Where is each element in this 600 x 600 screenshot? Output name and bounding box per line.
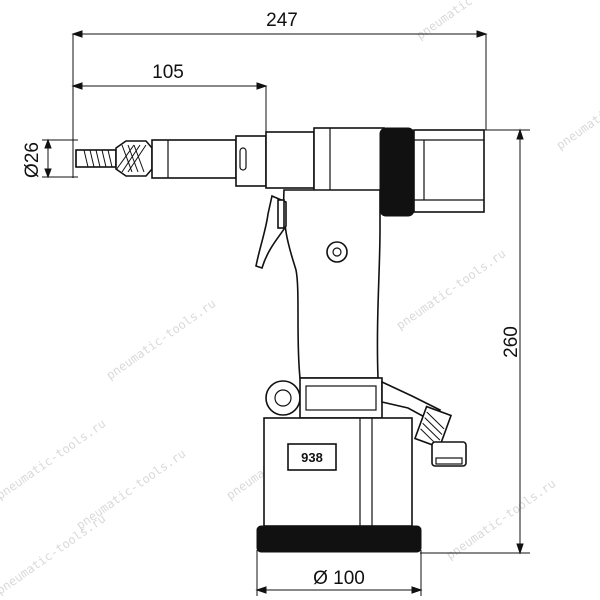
dimension-base-diameter: Ø 100 xyxy=(255,550,423,596)
overall-length-label: 247 xyxy=(266,10,298,31)
watermark: pneumatic-tools.ru xyxy=(414,0,529,42)
cylinder-band xyxy=(379,127,415,217)
lower-housing xyxy=(265,377,442,421)
watermark: pneumatic-tools.ru xyxy=(554,66,600,152)
dimension-nose-length: 105 xyxy=(71,62,268,134)
trigger xyxy=(255,194,287,270)
dimension-nose-diameter: Ø26 xyxy=(22,138,78,179)
reservoir-base: 938 xyxy=(256,417,422,553)
base-diameter-label: Ø 100 xyxy=(313,568,365,589)
dimension-overall-height: 260 xyxy=(420,128,530,555)
model-label-box xyxy=(287,443,337,471)
riveter-tool: 938 xyxy=(75,127,485,553)
watermark: pneumatic-tools.ru xyxy=(394,246,509,332)
base-bumper xyxy=(256,525,422,553)
air-inlet xyxy=(413,405,467,467)
overall-height-label: 260 xyxy=(501,326,522,358)
watermark: pneumatic-tools.ru xyxy=(444,476,559,562)
watermark: pneumatic-tools.ru xyxy=(0,511,108,597)
handle-screw xyxy=(326,241,348,263)
model-label: 938 xyxy=(301,450,323,465)
nose-piece xyxy=(75,135,267,187)
handle xyxy=(282,189,381,379)
watermark: pneumatic-tools.ru xyxy=(0,416,108,502)
dimension-overall-length: 247 xyxy=(71,10,488,178)
cylinder-head xyxy=(265,127,485,217)
watermark: pneumatic-tools.ru xyxy=(104,296,219,382)
nose-length-label: 105 xyxy=(152,62,184,83)
nose-diameter-label: Ø26 xyxy=(22,142,43,178)
